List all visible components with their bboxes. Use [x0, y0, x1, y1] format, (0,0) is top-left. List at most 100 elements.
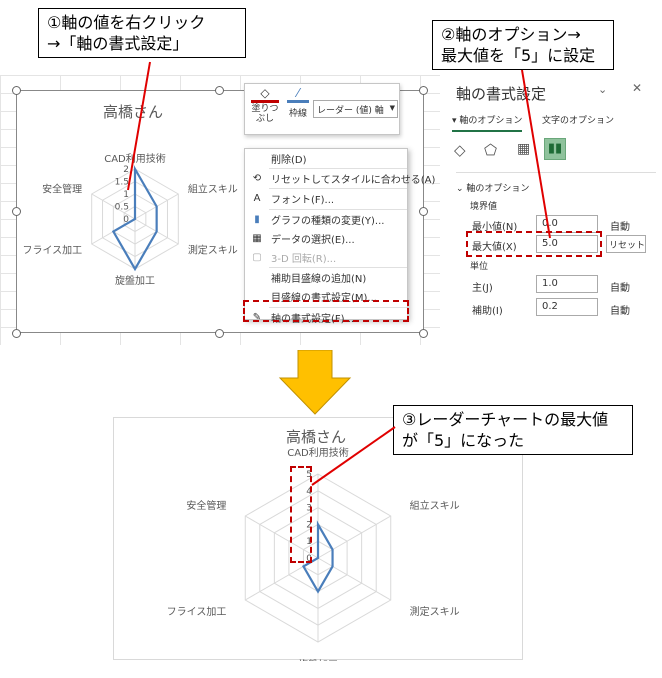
chevron-down-icon: ▼ [389, 104, 395, 112]
format-axis-icon: ✎ [252, 311, 262, 323]
category-label: 測定スキル [188, 244, 238, 257]
menu-item[interactable]: A フォント(F)... [245, 189, 407, 208]
menu-separator [269, 267, 407, 269]
major-label: 主(J) [472, 283, 493, 294]
axis-tick-label: 2 [123, 165, 129, 175]
chart-title: 高橋さん [103, 103, 164, 121]
resize-handle[interactable] [419, 86, 428, 95]
menu-item[interactable]: ▮グラフの種類の変更(Y)... [245, 210, 407, 229]
category-label: フライス加工 [22, 245, 82, 257]
close-icon[interactable]: ✕ [632, 81, 643, 95]
min-label: 最小値(N) [472, 222, 518, 233]
resize-handle[interactable] [12, 207, 21, 216]
menu-item[interactable]: ▢3-D 回転(R)... [245, 248, 407, 267]
axis-tick-label: 4 [306, 487, 312, 497]
axis-tick-label: 5 [306, 470, 312, 480]
effects-icon[interactable]: ⬠ [484, 141, 498, 159]
menu-item-label: 補助目盛線の追加(N) [271, 274, 367, 286]
axis-tick-label: 0.5 [115, 203, 129, 213]
callout-text: 最大値を「5」に設定 [441, 46, 596, 65]
category-label: 旋盤加工 [115, 274, 155, 287]
category-label: CAD利用技術 [104, 152, 166, 165]
menu-item-label: フォント(F)... [271, 195, 335, 207]
menu-item-label: 3-D 回転(R)... [271, 254, 337, 266]
menu-item-label: 目盛線の書式設定(M)... [271, 293, 377, 305]
category-label: フライス加工 [167, 606, 227, 618]
pane-title: 軸の書式設定 [456, 85, 547, 103]
resize-handle[interactable] [215, 86, 224, 95]
category-label: 測定スキル [410, 605, 460, 618]
menu-item[interactable]: ⟲リセットしてスタイルに合わせる(A) [245, 169, 436, 188]
axis-tick-label: 1.5 [115, 178, 129, 188]
axis-tick-label: 0 [123, 215, 129, 225]
menu-item[interactable]: 削除(D) [245, 149, 407, 168]
radar-chart-after: 012345CAD利用技術組立スキル測定スキル旋盤加工フライス加工安全管理 [167, 446, 460, 661]
callout-text: ①軸の値を右クリック [47, 13, 206, 32]
menu-item[interactable]: ▦データの選択(E)... [245, 229, 407, 248]
outline-color-bar [287, 100, 309, 103]
font-icon: A [253, 193, 261, 205]
menu-item-label: グラフの種類の変更(Y)... [271, 215, 385, 227]
highlight-format-axis [243, 300, 409, 322]
callout-step2: ②軸のオプション→ 最大値を「5」に設定 [432, 20, 614, 70]
category-label: 旋盤加工 [298, 658, 338, 661]
bounds-label: 境界値 [470, 202, 498, 212]
axis-options-icon[interactable]: ▮▮ [544, 138, 566, 160]
resize-handle[interactable] [12, 86, 21, 95]
spoke [317, 557, 391, 601]
axis-tick-label: 1 [306, 537, 312, 547]
resize-handle[interactable] [419, 329, 428, 338]
major-unit-input[interactable]: 1.0 [536, 275, 598, 293]
major-auto-button[interactable]: 自動 [610, 283, 630, 294]
section-axis-options[interactable]: ⌄ 軸のオプション [456, 184, 530, 194]
chart-element-value: レーダー (値) 軸 [317, 106, 384, 116]
pane-options-chevron-icon[interactable]: ⌄ [598, 83, 608, 96]
max-value-input[interactable]: 5.0 [536, 235, 598, 253]
highlight-max-value [466, 231, 602, 257]
tab-axis-options[interactable]: ▾ 軸のオプション [452, 113, 523, 132]
category-label: 組立スキル [410, 499, 460, 512]
tab-label: 軸のオプション [459, 116, 523, 126]
units-label: 単位 [470, 262, 489, 272]
category-label: CAD利用技術 [287, 446, 349, 459]
outline-button[interactable]: ⁄ 枠線 [285, 87, 311, 119]
spoke [317, 515, 391, 559]
fill-line-icon[interactable]: ◇ [454, 141, 466, 159]
menu-item[interactable]: 補助目盛線の追加(N) [245, 268, 407, 287]
max-label: 最大値(X) [472, 242, 517, 253]
resize-handle[interactable] [12, 329, 21, 338]
callout-step3: ③レーダーチャートの最大値 が「5」になった [393, 405, 633, 455]
max-reset-button[interactable]: リセット [606, 235, 646, 253]
divider [456, 172, 656, 173]
callout-step1: ①軸の値を右クリック →「軸の書式設定」 [38, 8, 246, 58]
fill-color-bar [251, 100, 279, 103]
resize-handle[interactable] [419, 207, 428, 216]
size-properties-icon[interactable]: ▦ [517, 141, 531, 157]
axis-tick-label: 0 [306, 554, 312, 564]
minor-unit-input[interactable]: 0.2 [536, 298, 598, 316]
category-label: 安全管理 [186, 499, 226, 512]
axis-tick-label: 3 [306, 504, 312, 514]
callout-text: →「軸の書式設定」 [47, 34, 189, 53]
tab-label: 文字のオプション [542, 116, 615, 126]
min-auto-button[interactable]: 自動 [610, 222, 630, 233]
menu-item[interactable]: ✎軸の書式設定(F)... [245, 308, 407, 327]
minor-label: 補助(I) [472, 306, 503, 317]
fill-button[interactable]: ◇ 塗りつぶし [249, 87, 281, 124]
callout-text: が「5」になった [402, 431, 525, 450]
menu-item-label: データの選択(E)... [271, 234, 355, 246]
chart-element-select[interactable]: レーダー (値) 軸 ▼ [313, 100, 398, 118]
resize-handle[interactable] [215, 329, 224, 338]
spoke [91, 193, 136, 220]
outline-label: 枠線 [288, 109, 307, 119]
section-label: 軸のオプション [466, 184, 530, 194]
tab-text-options[interactable]: 文字のオプション [542, 113, 614, 126]
minor-auto-button[interactable]: 自動 [610, 306, 630, 317]
reset-style-icon: ⟲ [252, 173, 262, 185]
pen-icon: ⁄ [296, 86, 299, 100]
menu-item[interactable]: 目盛線の書式設定(M)... [245, 287, 407, 306]
mini-toolbar: ◇ 塗りつぶし ⁄ 枠線 レーダー (値) 軸 ▼ [244, 83, 400, 135]
menu-separator [269, 208, 407, 210]
category-label: 安全管理 [42, 183, 82, 196]
